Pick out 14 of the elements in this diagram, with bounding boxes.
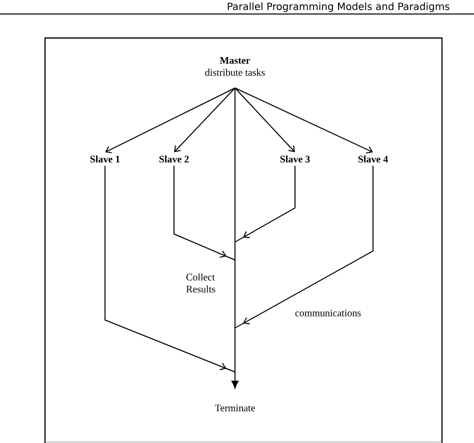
arrow [105,88,236,154]
running-header: Parallel Programming Models and Paradigms [228,2,450,12]
arrow [174,88,236,152]
collect-results-label: Collect Results [186,273,216,292]
terminate-label: Terminate [215,404,255,412]
arrow [231,88,239,389]
arrow [234,88,295,152]
master-label: Master distribute tasks [205,57,265,76]
slave-label: Slave 4 [358,155,388,162]
slave-label: Slave 2 [159,155,189,162]
edge-label: communications [294,308,362,318]
arrow [234,88,373,154]
slave-label: Slave 3 [280,155,310,162]
slave-label: Slave 1 [90,155,120,162]
